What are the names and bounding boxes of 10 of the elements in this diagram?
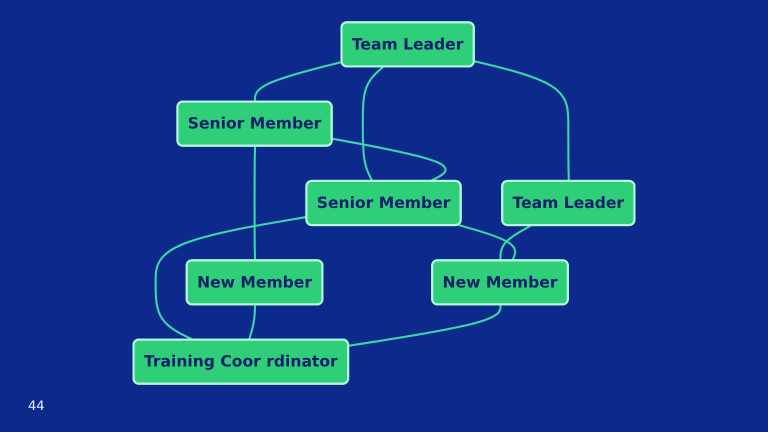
connector xyxy=(362,66,384,182)
connector xyxy=(458,224,516,262)
connector xyxy=(248,304,256,340)
page-number: 44 xyxy=(28,399,45,414)
connector xyxy=(332,138,446,182)
connector xyxy=(348,304,502,347)
connector xyxy=(254,60,342,102)
connector xyxy=(499,224,532,261)
connector xyxy=(254,146,256,261)
connector xyxy=(474,60,570,182)
